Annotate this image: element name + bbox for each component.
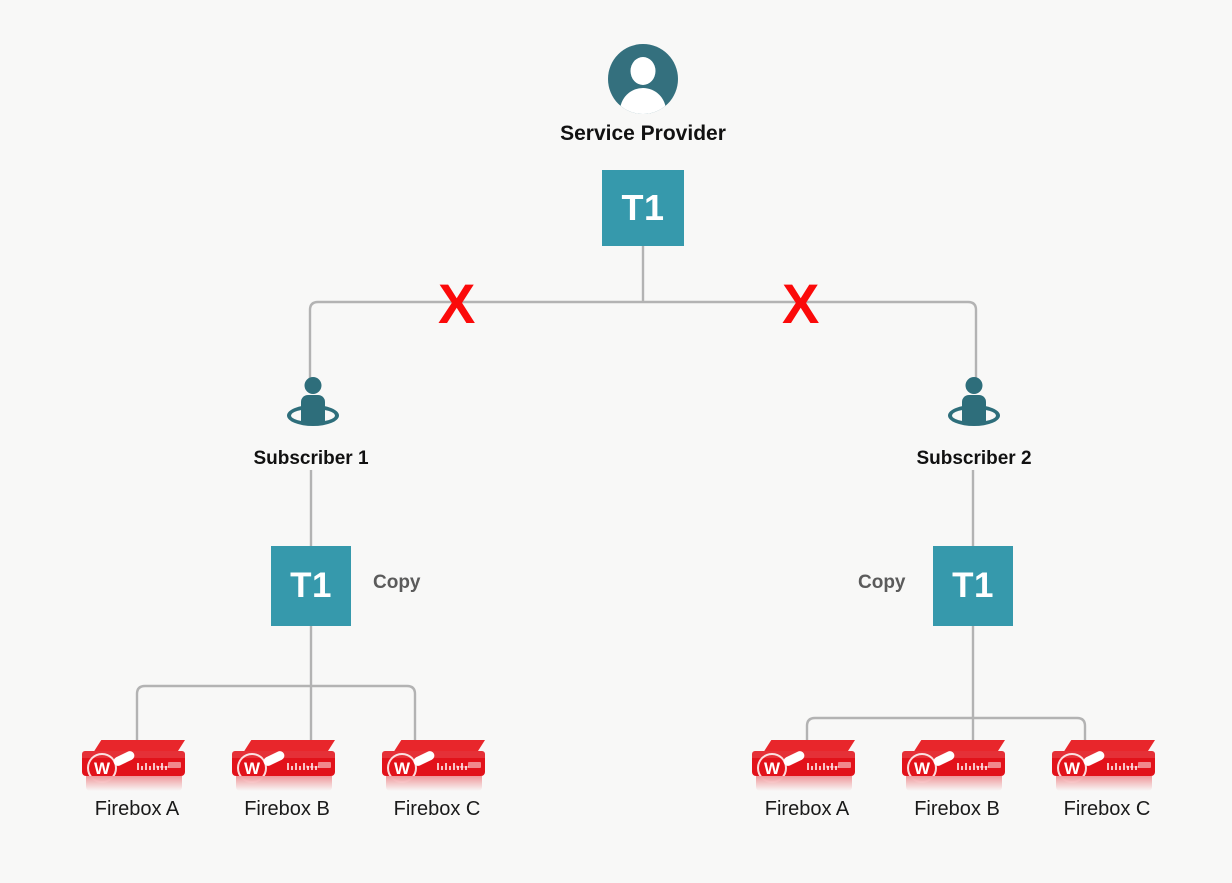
service-provider-avatar-icon	[608, 44, 678, 114]
firebox-device-b-sub1[interactable]: firebox W	[232, 740, 342, 796]
firebox-port-block	[468, 762, 481, 768]
firebox-led-indicators	[287, 760, 317, 770]
service-provider-t1-device[interactable]: T1	[602, 170, 684, 246]
watchguard-w-logo-icon: W	[1057, 753, 1087, 783]
subscriber-2-t1-device[interactable]: T1	[933, 546, 1013, 626]
firebox-reflection	[386, 776, 482, 791]
firebox-device-c-sub2[interactable]: firebox W	[1052, 740, 1162, 796]
person-head	[965, 377, 983, 394]
firebox-top-face	[763, 740, 855, 753]
firebox-led-indicators	[137, 760, 167, 770]
watchguard-w-logo-icon: W	[87, 753, 117, 783]
wire-subscriber-bus	[308, 300, 978, 390]
firebox-label-a-sub2: Firebox A	[764, 798, 850, 820]
subscriber-2-copy-label: Copy	[858, 572, 906, 593]
firebox-port-block	[988, 762, 1001, 768]
firebox-label-a-sub1: Firebox A	[94, 798, 180, 820]
x-marker-left: X	[438, 272, 476, 335]
firebox-device-a-sub1[interactable]: firebox W	[82, 740, 192, 796]
avatar-head	[630, 57, 656, 85]
firebox-top-face	[393, 740, 485, 753]
firebox-led-indicators	[807, 760, 837, 770]
firebox-port-block	[1138, 762, 1151, 768]
firebox-led-indicators	[957, 760, 987, 770]
firebox-top-face	[1063, 740, 1155, 753]
firebox-reflection	[86, 776, 182, 791]
firebox-top-face	[93, 740, 185, 753]
person-location-ring	[287, 405, 339, 426]
person-head	[304, 377, 322, 394]
firebox-led-indicators	[1107, 760, 1137, 770]
firebox-top-face	[243, 740, 335, 753]
firebox-reflection	[906, 776, 1002, 791]
subscriber-1-icon	[285, 377, 341, 427]
watchguard-w-logo-icon: W	[907, 753, 937, 783]
firebox-label-b-sub1: Firebox B	[244, 798, 330, 820]
firebox-reflection	[236, 776, 332, 791]
service-provider-label: Service Provider	[560, 122, 726, 145]
firebox-label-b-sub2: Firebox B	[914, 798, 1000, 820]
watchguard-w-logo-icon: W	[387, 753, 417, 783]
subscriber-1-label: Subscriber 1	[253, 448, 369, 469]
subscriber-2-label: Subscriber 2	[916, 448, 1032, 469]
firebox-device-c-sub1[interactable]: firebox W	[382, 740, 492, 796]
firebox-led-indicators	[437, 760, 467, 770]
firebox-label-c-sub1: Firebox C	[393, 798, 481, 820]
watchguard-w-logo-icon: W	[757, 753, 787, 783]
firebox-reflection	[1056, 776, 1152, 791]
person-location-ring	[948, 405, 1000, 426]
firebox-device-a-sub2[interactable]: firebox W	[752, 740, 862, 796]
subscriber-2-icon	[946, 377, 1002, 427]
watchguard-w-logo-icon: W	[237, 753, 267, 783]
firebox-port-block	[318, 762, 331, 768]
firebox-reflection	[756, 776, 852, 791]
avatar-shoulders	[620, 88, 666, 114]
firebox-top-face	[913, 740, 1005, 753]
firebox-label-c-sub2: Firebox C	[1063, 798, 1151, 820]
firebox-port-block	[838, 762, 851, 768]
x-marker-right: X	[782, 272, 820, 335]
subscriber-1-t1-device[interactable]: T1	[271, 546, 351, 626]
firebox-port-block	[168, 762, 181, 768]
firebox-device-b-sub2[interactable]: firebox W	[902, 740, 1012, 796]
subscriber-1-copy-label: Copy	[373, 572, 421, 593]
